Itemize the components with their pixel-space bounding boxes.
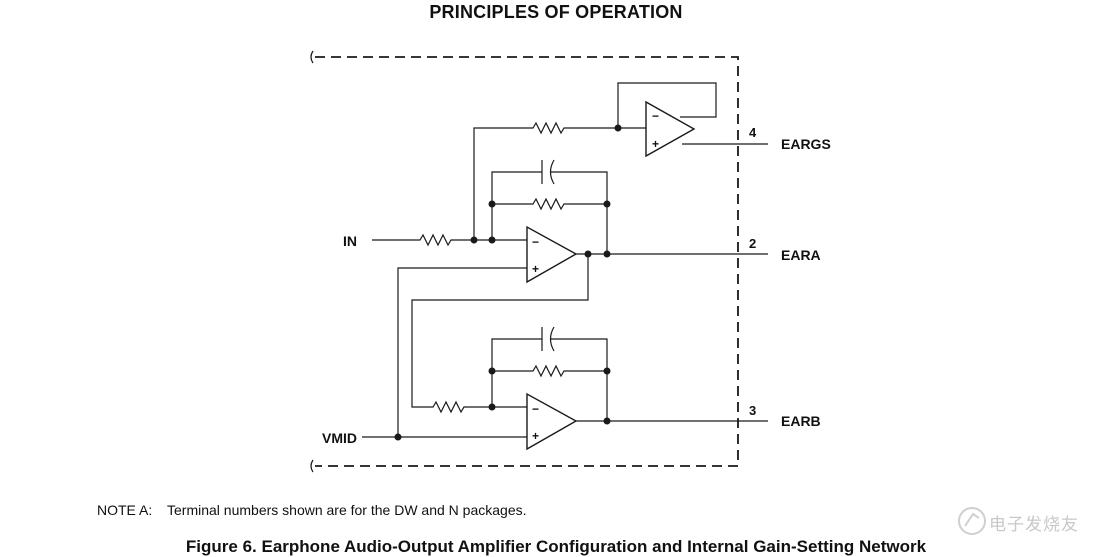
pin-number-eargs: 4 [749,125,757,140]
resistor-eara-feedback [492,197,607,211]
pin-number-eara: 2 [749,236,756,251]
input-label-vmid: VMID [322,430,357,446]
figure-caption: Figure 6. Earphone Audio-Output Amplifie… [185,537,927,556]
opamp-eargs-minus: − [652,109,659,123]
resistor-earb-input [411,254,589,414]
opamp-eara-minus: − [532,235,539,249]
section-heading: PRINCIPLES OF OPERATION [429,2,683,22]
opamp-earb-plus: + [532,429,539,443]
circuit-schematic: − + − + − + IN VMID [310,50,831,473]
resistor-earb-feedback [492,364,607,378]
watermark-logo-icon [958,507,986,535]
opamp-earb-minus: − [532,402,539,416]
output-label-eargs: EARGS [781,136,831,152]
output-label-eara: EARA [781,247,821,263]
opamp-eara-plus: + [532,262,539,276]
note-text: Terminal numbers shown are for the DW an… [167,502,527,518]
input-label-in: IN [343,233,357,249]
resistor-eargs [473,121,618,240]
opamp-eargs-plus: + [652,137,659,151]
resistor-in [372,233,527,247]
note-tag: NOTE A: [97,502,153,518]
output-label-earb: EARB [781,413,821,429]
break-mark-bottom [310,459,314,473]
note-a: NOTE A: Terminal numbers shown are for th… [97,502,527,518]
opamp-earb [526,392,578,451]
watermark: 电子发烧友 [955,504,1085,538]
capacitor-earb-feedback [491,326,608,421]
package-boundary [315,56,739,467]
pin-number-earb: 3 [749,403,756,418]
junction-dots [394,124,622,441]
opamp-eargs [645,100,696,158]
capacitor-eara-feedback [491,159,608,254]
opamp-eara [526,225,578,284]
watermark-text: 电子发烧友 [989,515,1079,534]
break-mark-top [310,50,314,64]
